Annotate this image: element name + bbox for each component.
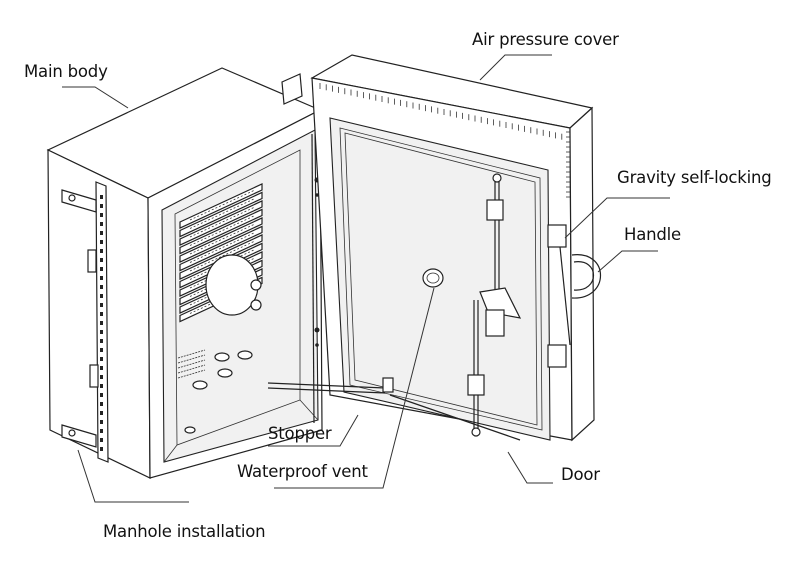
label-gravity-self-locking: Gravity self-locking — [617, 168, 772, 187]
label-handle: Handle — [624, 225, 681, 244]
rail-hole — [100, 438, 103, 442]
label-air-pressure-cover: Air pressure cover — [472, 30, 619, 49]
terminal-row — [177, 359, 206, 369]
rail-hole — [100, 402, 103, 406]
door-drawing — [267, 54, 602, 442]
mounting-rail — [61, 73, 303, 463]
rail-hole — [100, 285, 103, 289]
rail-hole — [100, 240, 103, 244]
rail-hole — [100, 231, 103, 235]
rail-hole — [100, 411, 103, 415]
terminal-row — [179, 208, 263, 255]
terminal-row — [179, 200, 263, 246]
rail-hole — [100, 420, 103, 424]
rail-hole — [100, 276, 103, 280]
label-manhole-installation: Manhole installation — [103, 522, 266, 541]
label-main-body: Main body — [24, 62, 108, 81]
rail-hole — [100, 294, 103, 298]
terminal-row — [179, 191, 263, 238]
rail-hole — [100, 267, 103, 271]
terminal-row — [177, 364, 206, 374]
rail-hole — [100, 384, 103, 388]
rail-hole — [100, 393, 103, 397]
terminal-row — [179, 217, 263, 263]
terminal-row — [179, 225, 263, 272]
rail-hole — [100, 204, 103, 208]
rail-hole — [100, 321, 103, 325]
rail-hole — [100, 339, 103, 343]
rail-hole — [100, 348, 103, 352]
rail-hole — [100, 213, 103, 217]
label-door: Door — [561, 465, 600, 484]
terminal-row — [179, 183, 263, 229]
terminal-row — [179, 234, 263, 280]
terminal-row — [177, 354, 206, 364]
rail-hole — [100, 330, 103, 334]
label-waterproof-vent: Waterproof vent — [237, 462, 368, 481]
rail-hole — [100, 249, 103, 253]
rail-hole — [100, 447, 103, 451]
rail-hole — [100, 222, 103, 226]
rail-hole — [100, 375, 103, 379]
rail-hole — [100, 429, 103, 433]
leader-lines — [62, 54, 670, 503]
rail-hole — [100, 303, 103, 307]
terminal-row — [177, 369, 206, 379]
rail-hole — [100, 195, 103, 199]
label-stopper: Stopper — [268, 424, 332, 443]
rail-hole — [100, 312, 103, 316]
terminal-blocks — [177, 183, 263, 434]
rail-hole — [100, 366, 103, 370]
rail-hole — [100, 357, 103, 361]
rail-hole — [100, 258, 103, 262]
terminal-row — [177, 349, 206, 359]
